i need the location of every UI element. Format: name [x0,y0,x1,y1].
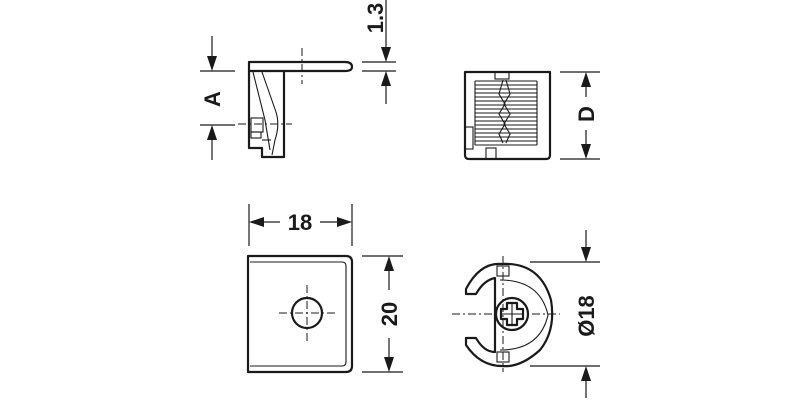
top-view: D [463,70,600,161]
dimension-a-label: A [200,91,225,107]
side-view: A 1.3 [200,0,396,160]
dimension-width-label: 18 [288,210,312,235]
dimension-d-label: D [574,106,599,122]
dimension-thickness-label: 1.3 [363,3,388,34]
dimension-diameter-label: Ø18 [574,295,599,337]
cam-view: Ø18 [452,230,600,398]
dimension-height-label: 20 [377,302,402,326]
front-view: 18 20 [246,204,403,374]
